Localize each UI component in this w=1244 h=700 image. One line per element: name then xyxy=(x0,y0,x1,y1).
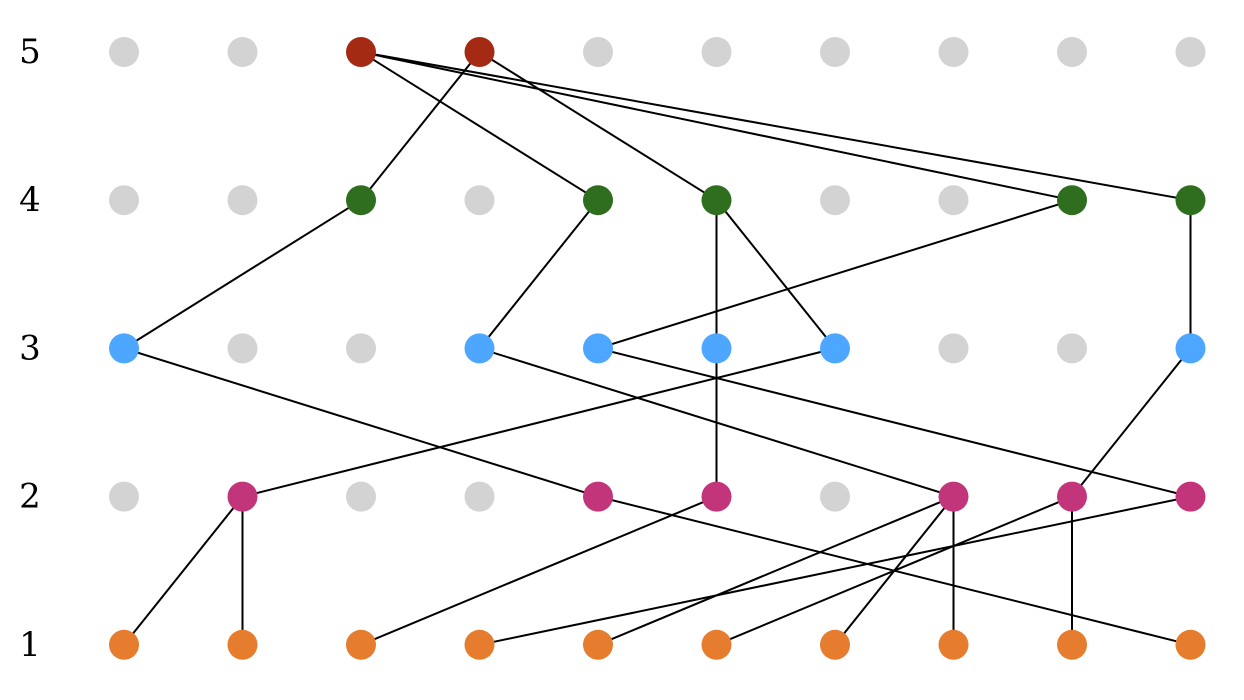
node-active-level-4-col-4 xyxy=(583,185,613,216)
edge-5-2-to-4-4 xyxy=(360,51,599,202)
node-inactive-level-2-col-3 xyxy=(464,481,495,512)
node-active-level-2-col-9 xyxy=(1175,481,1206,512)
node-inactive-level-5-col-6 xyxy=(820,37,850,67)
node-inactive-level-3-col-8 xyxy=(1057,333,1087,364)
node-active-level-1-col-5 xyxy=(701,629,732,660)
edge-3-6-to-2-1 xyxy=(242,347,836,498)
node-active-level-3-col-4 xyxy=(583,333,613,364)
edge-3-4-to-2-9 xyxy=(597,347,1191,498)
node-inactive-level-2-col-2 xyxy=(346,481,376,512)
node-inactive-level-4-col-1 xyxy=(227,185,258,216)
node-active-level-4-col-2 xyxy=(346,185,376,216)
edge-2-5-to-1-2 xyxy=(360,495,717,646)
edge-4-2-to-3-0 xyxy=(123,199,362,350)
node-active-level-2-col-5 xyxy=(701,481,732,512)
nodes-layer xyxy=(109,37,1206,660)
node-inactive-level-5-col-9 xyxy=(1175,37,1206,67)
node-active-level-1-col-3 xyxy=(464,629,495,660)
node-active-level-4-col-8 xyxy=(1057,185,1087,216)
row-label-2: 2 xyxy=(19,477,41,517)
node-inactive-level-4-col-6 xyxy=(820,185,850,216)
node-inactive-level-5-col-4 xyxy=(583,37,613,67)
node-active-level-1-col-0 xyxy=(109,629,139,660)
edge-2-7-to-1-4 xyxy=(597,495,954,646)
node-inactive-level-5-col-7 xyxy=(938,37,969,67)
node-active-level-5-col-3 xyxy=(464,37,495,67)
node-inactive-level-4-col-0 xyxy=(109,185,139,216)
node-active-level-4-col-9 xyxy=(1175,185,1206,216)
node-active-level-3-col-5 xyxy=(701,333,732,364)
edge-3-9-to-2-8 xyxy=(1071,347,1192,498)
node-inactive-level-5-col-5 xyxy=(701,37,732,67)
node-active-level-3-col-6 xyxy=(820,333,850,364)
edge-4-8-to-3-4 xyxy=(597,199,1073,350)
edge-5-3-to-4-5 xyxy=(478,51,718,202)
node-active-level-1-col-1 xyxy=(227,629,258,660)
node-active-level-2-col-1 xyxy=(227,481,258,512)
node-active-level-1-col-2 xyxy=(346,629,376,660)
edge-5-3-to-4-2 xyxy=(360,51,481,201)
edge-4-4-to-3-3 xyxy=(478,199,599,350)
edge-4-5-to-3-6 xyxy=(715,199,836,350)
row-label-1: 1 xyxy=(19,625,41,665)
row-label-3: 3 xyxy=(19,328,41,368)
node-active-level-2-col-4 xyxy=(583,481,613,512)
node-active-level-3-col-0 xyxy=(109,333,139,364)
node-active-level-3-col-3 xyxy=(464,333,495,364)
node-active-level-2-col-7 xyxy=(938,481,969,512)
node-inactive-level-3-col-1 xyxy=(227,333,258,364)
node-inactive-level-5-col-0 xyxy=(109,37,139,67)
edge-3-0-to-2-4 xyxy=(123,347,599,498)
node-active-level-1-col-9 xyxy=(1175,629,1206,660)
edge-2-9-to-1-3 xyxy=(479,495,1191,646)
edge-2-1-to-1-0 xyxy=(123,495,244,646)
edges-layer xyxy=(123,51,1192,646)
edge-5-2-to-4-8 xyxy=(360,51,1073,202)
node-active-level-3-col-9 xyxy=(1175,333,1206,364)
node-inactive-level-2-col-6 xyxy=(820,481,850,512)
node-inactive-level-5-col-8 xyxy=(1057,37,1087,67)
node-inactive-level-5-col-1 xyxy=(227,37,258,67)
edge-2-8-to-1-5 xyxy=(716,495,1073,646)
edge-5-2-to-4-9 xyxy=(360,51,1191,202)
node-active-level-2-col-8 xyxy=(1057,481,1087,512)
node-inactive-level-4-col-7 xyxy=(938,185,969,216)
node-active-level-1-col-6 xyxy=(820,629,850,660)
row-labels: 5 4 3 2 1 xyxy=(19,32,41,665)
node-inactive-level-4-col-3 xyxy=(464,185,495,216)
node-inactive-level-3-col-2 xyxy=(346,333,376,364)
node-active-level-4-col-5 xyxy=(701,185,732,216)
node-inactive-level-2-col-0 xyxy=(109,481,139,512)
row-label-4: 4 xyxy=(19,180,41,220)
node-active-level-1-col-8 xyxy=(1057,629,1087,660)
node-active-level-5-col-2 xyxy=(346,37,376,67)
node-active-level-1-col-4 xyxy=(583,629,613,660)
node-active-level-1-col-7 xyxy=(938,629,969,660)
row-label-5: 5 xyxy=(19,32,41,72)
node-inactive-level-3-col-7 xyxy=(938,333,969,364)
